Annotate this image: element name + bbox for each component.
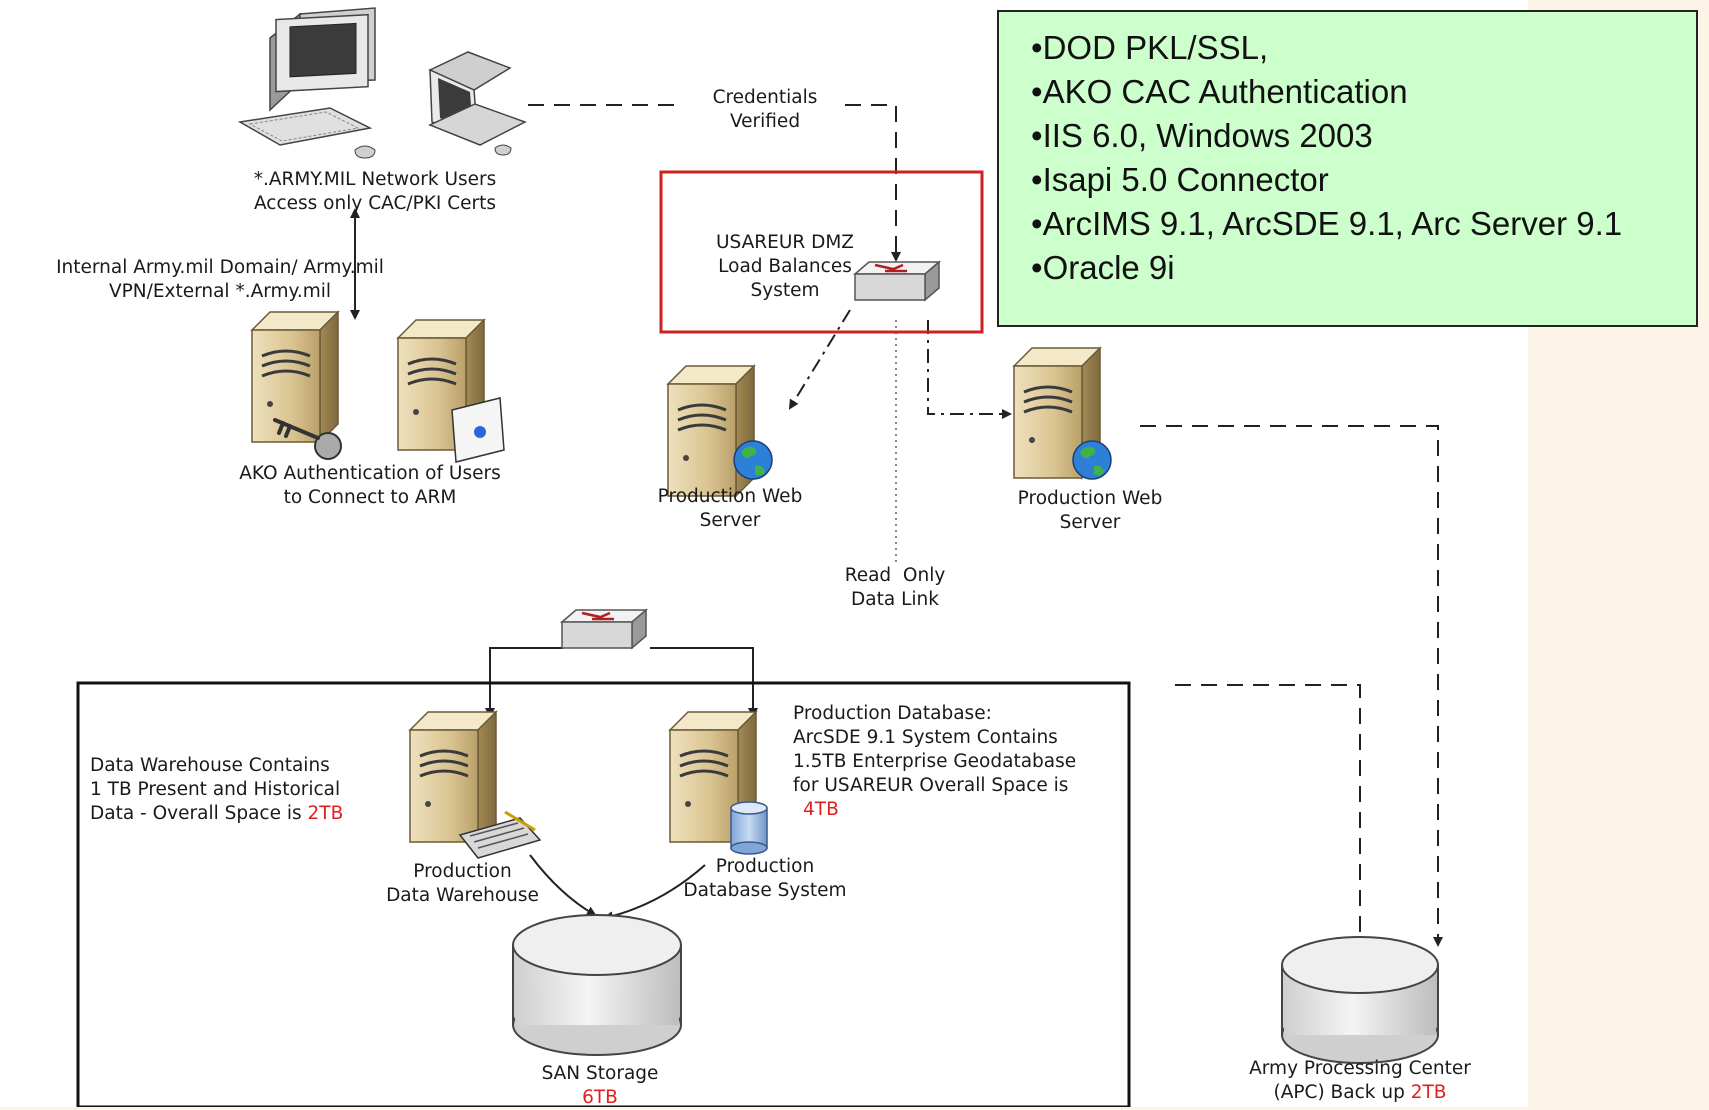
- san-size-value: 6TB: [582, 1087, 618, 1108]
- note-item: Isapi 5.0 Connector: [1031, 158, 1696, 202]
- dmz-to-web1-link: [788, 309, 851, 410]
- certificate-card-icon: [451, 397, 505, 463]
- ako-label-line: to Connect to ARM: [283, 487, 457, 508]
- dmz-label-line: System: [750, 280, 820, 301]
- dw-note-line: Data - Overall Space is 2TB: [90, 802, 343, 826]
- dw-note-line: Data Warehouse Contains: [90, 755, 330, 776]
- users-label-line: Access only CAC/PKI Certs: [253, 193, 497, 214]
- pdb-size-value: 4TB: [803, 799, 839, 820]
- technology-notes-list: DOD PKL/SSL, AKO CAC Authentication IIS …: [999, 12, 1696, 290]
- web2-globe-icon: [1072, 440, 1112, 480]
- web1-globe-icon: [733, 440, 773, 480]
- pdb-note-line: ArcSDE 9.1 System Contains: [793, 727, 1058, 748]
- technology-notes-box: DOD PKL/SSL, AKO CAC Authentication IIS …: [997, 10, 1698, 327]
- note-item: Oracle 9i: [1031, 246, 1696, 290]
- switch-to-warehouse-link: [485, 647, 563, 718]
- dw-label-line: Data Warehouse: [386, 885, 539, 906]
- production-database-system-label: Production Database System: [655, 855, 875, 903]
- web1-label-line: Production Web: [657, 486, 803, 507]
- db-to-apc-backup-link: [1175, 684, 1365, 992]
- note-item: AKO CAC Authentication: [1031, 70, 1696, 114]
- data-warehouse-server-icon: [408, 710, 498, 844]
- dw-size-value: 2TB: [307, 803, 344, 824]
- data-switch-icon: [560, 608, 648, 650]
- domain-label-line: VPN/External *.Army.mil: [108, 281, 332, 302]
- san-storage-label: SAN Storage 6TB: [520, 1062, 680, 1110]
- dw-note-line: 1 TB Present and Historical: [90, 779, 341, 800]
- tape-drive-icon: [458, 810, 542, 859]
- key-icon: [273, 418, 342, 460]
- domain-label-line: Internal Army.mil Domain/ Army.mil: [56, 257, 384, 278]
- web-server-1-label: Production Web Server: [630, 485, 830, 533]
- apc-backup-cylinder-icon: [1281, 936, 1439, 1064]
- dmz-label-line: Load Balances: [718, 256, 852, 277]
- apc-size-value: 2TB: [1410, 1082, 1447, 1103]
- web1-label-line: Server: [699, 510, 761, 531]
- network-users-label: *.ARMY.MIL Network Users Access only CAC…: [200, 168, 550, 216]
- dbs-label-line: Database System: [683, 880, 847, 901]
- warehouse-to-san-link: [529, 854, 597, 916]
- apc-label-line: Army Processing Center: [1249, 1058, 1471, 1079]
- san-label-line: SAN Storage: [541, 1063, 659, 1084]
- dmz-to-web2-link: [927, 320, 1012, 419]
- data-warehouse-note: Data Warehouse Contains 1 TB Present and…: [90, 754, 343, 826]
- domain-access-label: Internal Army.mil Domain/ Army.mil VPN/E…: [0, 256, 440, 304]
- readonly-label-line: Data Link: [851, 589, 939, 610]
- dw-label-line: Production: [413, 861, 512, 882]
- web-server-1-icon: [666, 364, 756, 498]
- production-data-warehouse-label: Production Data Warehouse: [355, 860, 570, 908]
- dmz-load-balancer-label: USAREUR DMZ Load Balances System: [690, 231, 880, 303]
- web2-label-line: Production Web: [1017, 488, 1163, 509]
- apc-label-line: (APC) Back up 2TB: [1200, 1081, 1520, 1105]
- dmz-highlight-box: [659, 170, 984, 334]
- credentials-label-line: Verified: [729, 111, 801, 132]
- data-center-boundary: [76, 681, 1131, 1107]
- web-server-2-label: Production Web Server: [990, 487, 1190, 535]
- credentials-verified-label: Credentials Verified: [690, 86, 840, 134]
- production-database-note: Production Database: ArcSDE 9.1 System C…: [793, 702, 1076, 822]
- read-only-data-link-label: Read Only Data Link: [820, 564, 970, 612]
- desktop-computer-icon: [237, 7, 376, 159]
- web2-to-apc-backup-link: [1140, 425, 1443, 947]
- credentials-label-line: Credentials: [712, 87, 818, 108]
- ako-auth-server-icon: [250, 310, 340, 444]
- pdb-note-line: 1.5TB Enterprise Geodatabase: [793, 751, 1077, 772]
- apc-backup-label: Army Processing Center (APC) Back up 2TB: [1200, 1057, 1520, 1105]
- dw-note-text: Data - Overall Space is: [90, 803, 308, 824]
- ako-authentication-label: AKO Authentication of Users to Connect t…: [200, 462, 540, 510]
- san-storage-cylinder-icon: [512, 914, 682, 1056]
- readonly-label-line: Read Only: [844, 565, 946, 586]
- switch-to-database-link: [650, 647, 758, 718]
- note-item: DOD PKL/SSL,: [1031, 26, 1696, 70]
- database-cylinder-icon: [730, 801, 768, 855]
- ako-label-line: AKO Authentication of Users: [239, 463, 501, 484]
- dmz-label-line: USAREUR DMZ: [716, 232, 854, 253]
- note-item: ArcIMS 9.1, ArcSDE 9.1, Arc Server 9.1: [1031, 202, 1696, 246]
- apc-label-text: (APC) Back up: [1273, 1082, 1411, 1103]
- web2-label-line: Server: [1059, 512, 1121, 533]
- users-label-line: *.ARMY.MIL Network Users: [253, 169, 497, 190]
- pdb-note-line: for USAREUR Overall Space is: [793, 775, 1069, 796]
- note-item: IIS 6.0, Windows 2003: [1031, 114, 1696, 158]
- laptop-computer-icon: [428, 51, 527, 156]
- dbs-label-line: Production: [715, 856, 815, 877]
- pdb-note-line: Production Database:: [793, 703, 992, 724]
